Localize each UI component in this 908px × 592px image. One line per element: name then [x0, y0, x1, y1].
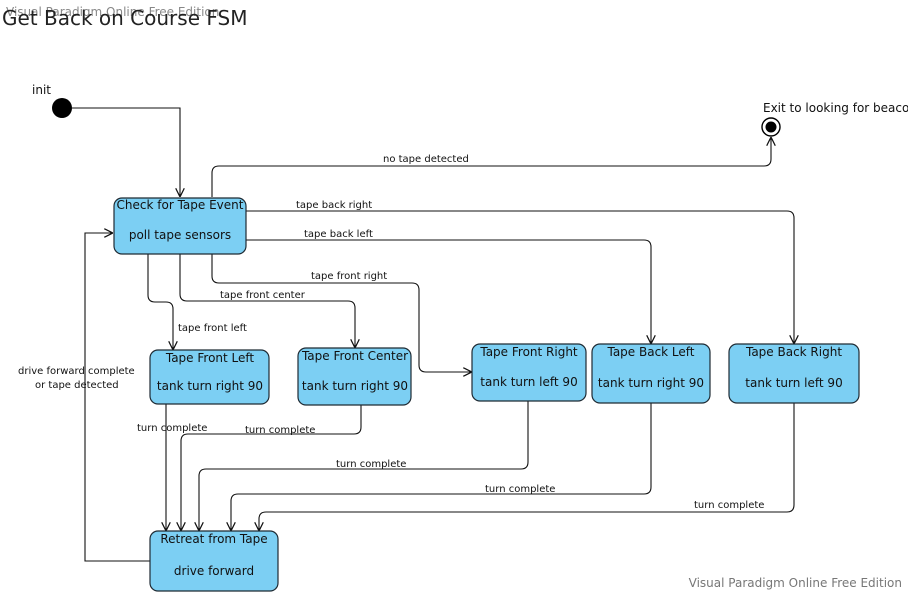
edge-front-center[interactable]: [179, 254, 355, 347]
label-front-center: tape front center: [220, 290, 306, 301]
edge-front-left[interactable]: [147, 254, 173, 349]
diagram-title: Get Back on Course FSM: [2, 6, 247, 30]
edge-back-right[interactable]: [246, 210, 794, 343]
state-check-for-tape-event[interactable]: Check for Tape Event poll tape sensors: [113, 197, 247, 255]
label-back-right: tape back right: [296, 200, 372, 211]
edge-tfr-turn[interactable]: [199, 401, 529, 530]
state-retreat-from-tape[interactable]: Retreat from Tape drive forward: [149, 530, 279, 592]
edge-init-to-check[interactable]: [72, 107, 180, 196]
label-turn-tbr: turn complete: [694, 500, 764, 511]
state-tfc-action: tank turn right 90: [302, 379, 408, 393]
label-turn-tfl: turn complete: [137, 423, 207, 434]
state-check-title: Check for Tape Event: [117, 198, 244, 212]
edge-front-right[interactable]: [211, 254, 471, 372]
state-tape-front-left[interactable]: Tape Front Left tank turn right 90: [149, 349, 270, 405]
label-front-right: tape front right: [311, 271, 387, 282]
label-drive-line1: drive forward complete: [18, 366, 135, 377]
state-retreat-action: drive forward: [174, 564, 254, 578]
edge-back-left[interactable]: [246, 239, 651, 343]
label-front-left: tape front left: [178, 323, 247, 334]
state-check-action: poll tape sensors: [129, 228, 231, 242]
edge-tbl-turn[interactable]: [231, 403, 652, 530]
state-tbl-action: tank turn right 90: [598, 376, 704, 390]
initial-label: init: [32, 83, 51, 97]
state-tfc-title: Tape Front Center: [301, 349, 408, 363]
label-back-left: tape back left: [304, 229, 373, 240]
state-tape-back-left[interactable]: Tape Back Left tank turn right 90: [591, 343, 711, 404]
state-tfr-title: Tape Front Right: [479, 345, 578, 359]
state-tape-front-center[interactable]: Tape Front Center tank turn right 90: [297, 347, 412, 406]
watermark-top: Visual Paradigm Online Free Edition: [6, 5, 219, 19]
initial-node[interactable]: [52, 98, 72, 118]
state-tape-front-right[interactable]: Tape Front Right tank turn left 90: [471, 343, 587, 402]
state-tfr-action: tank turn left 90: [480, 375, 577, 389]
edge-tfc-turn[interactable]: [181, 405, 362, 530]
final-node[interactable]: [761, 117, 781, 137]
label-drive-line2: or tape detected: [35, 380, 119, 391]
state-tbr-action: tank turn left 90: [745, 376, 842, 390]
label-turn-tfc: turn complete: [245, 425, 315, 436]
label-turn-tfr: turn complete: [336, 459, 406, 470]
edge-tbr-turn[interactable]: [259, 403, 795, 530]
edge-no-tape[interactable]: [211, 138, 771, 197]
state-tbl-title: Tape Back Left: [606, 345, 694, 359]
state-tfl-action: tank turn right 90: [157, 379, 263, 393]
state-tfl-title: Tape Front Left: [165, 351, 255, 365]
state-tape-back-right[interactable]: Tape Back Right tank turn left 90: [728, 343, 860, 404]
label-no-tape: no tape detected: [383, 154, 469, 165]
edge-retreat-to-check[interactable]: [84, 233, 150, 562]
state-tbr-title: Tape Back Right: [745, 345, 842, 359]
state-retreat-title: Retreat from Tape: [160, 532, 267, 546]
watermark-bottom: Visual Paradigm Online Free Edition: [689, 576, 902, 590]
final-label: Exit to looking for beacon: [763, 101, 908, 115]
label-turn-tbl: turn complete: [485, 484, 555, 495]
